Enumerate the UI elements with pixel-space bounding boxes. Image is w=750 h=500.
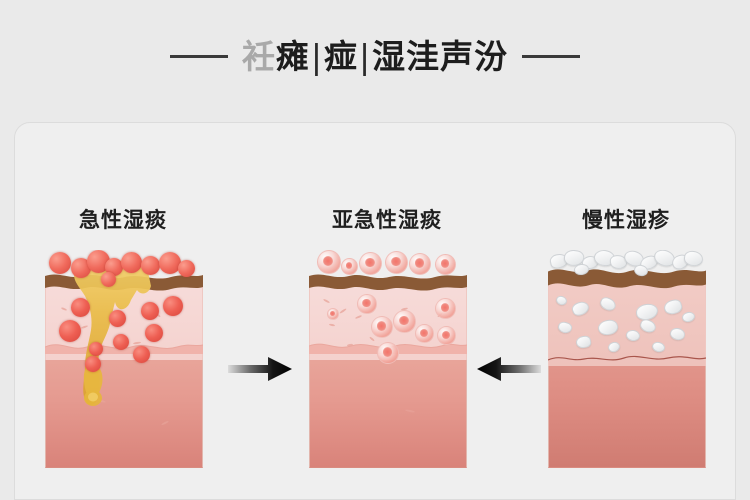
skin-diagram-chronic	[548, 250, 706, 468]
lesion-vesicle	[359, 252, 382, 275]
skin-inner-subacute	[309, 250, 467, 468]
lesion-vesicle	[437, 326, 456, 345]
lesion-vesicle	[317, 250, 341, 274]
dermis-deep-layer-chronic	[548, 358, 706, 468]
page-title-faint-char: 衽	[241, 36, 276, 76]
page-title-divider-2: |	[359, 36, 372, 76]
skin-inner-acute	[45, 250, 203, 468]
lesion-vesicle	[435, 254, 456, 275]
panel-subacute: 亚急性湿痰	[287, 122, 487, 500]
lesion-vesicle	[385, 251, 408, 274]
title-dash-left	[169, 54, 228, 58]
panel-chronic: 慢性湿疹	[526, 122, 726, 500]
panel-label-chronic: 慢性湿疹	[582, 208, 670, 232]
skin-diagram-acute	[45, 250, 203, 468]
lesion-papule	[113, 334, 129, 350]
diagram-stage: 急性湿痰	[0, 122, 750, 500]
lesion-papule	[59, 320, 81, 342]
lesion-papule	[105, 258, 123, 276]
lesion-vesicle	[393, 310, 416, 333]
lesion-vesicle	[341, 258, 358, 275]
lesion-vesicle	[409, 253, 431, 275]
lesion-papule	[71, 298, 90, 317]
lesion-papule	[101, 272, 116, 287]
lesion-papule	[178, 260, 195, 277]
epidermis-layer-chronic	[548, 269, 706, 289]
lesion-papule	[121, 252, 142, 273]
panel-label-acute: 急性湿痰	[79, 208, 167, 232]
epidermis-layer-subacute	[309, 274, 467, 291]
arrow-acute-to-subacute-icon	[228, 357, 292, 381]
lesion-vesicle	[377, 342, 399, 364]
page-title-char-1: 瘫	[275, 36, 310, 76]
dermis-mid-layer-chronic	[548, 274, 706, 366]
skin-inner-chronic	[548, 250, 706, 468]
lesion-vesicle	[435, 298, 456, 319]
dermis-boundary-wave-chronic	[548, 355, 706, 361]
lesion-papule	[109, 310, 126, 327]
lesion-papule	[163, 296, 183, 316]
lesion-vesicle	[371, 316, 393, 338]
lesion-papule	[133, 346, 150, 363]
title-dash-right	[522, 54, 581, 58]
panel-label-subacute: 亚急性湿痰	[332, 208, 442, 232]
lesion-vesicle	[415, 324, 434, 343]
page-title: 衽瘫|痖|湿洼声汾	[242, 40, 508, 73]
lesion-papule	[141, 256, 160, 275]
lesion-papule	[87, 250, 110, 273]
dermis-deep-layer-subacute	[309, 346, 467, 468]
lesion-papule	[159, 252, 181, 274]
panel-acute: 急性湿痰	[23, 122, 223, 500]
lesion-papule	[71, 258, 91, 278]
lesion-papule	[145, 324, 163, 342]
dermis-deep-layer-acute	[45, 346, 203, 468]
lesion-vesicle	[327, 308, 339, 320]
lesion-vesicle	[357, 294, 377, 314]
page-title-char-2: 痖	[324, 36, 358, 76]
page-title-row: 衽瘫|痖|湿洼声汾	[0, 28, 750, 84]
page-title-divider-1: |	[310, 36, 323, 76]
arrow-chronic-to-subacute-icon	[477, 357, 541, 381]
lesion-papule	[49, 252, 71, 274]
page-title-char-3: 湿洼声汾	[372, 36, 509, 76]
lesion-papule	[85, 356, 101, 372]
skin-diagram-subacute	[309, 250, 467, 468]
lesion-papule	[89, 342, 103, 356]
lesion-papule	[141, 302, 159, 320]
